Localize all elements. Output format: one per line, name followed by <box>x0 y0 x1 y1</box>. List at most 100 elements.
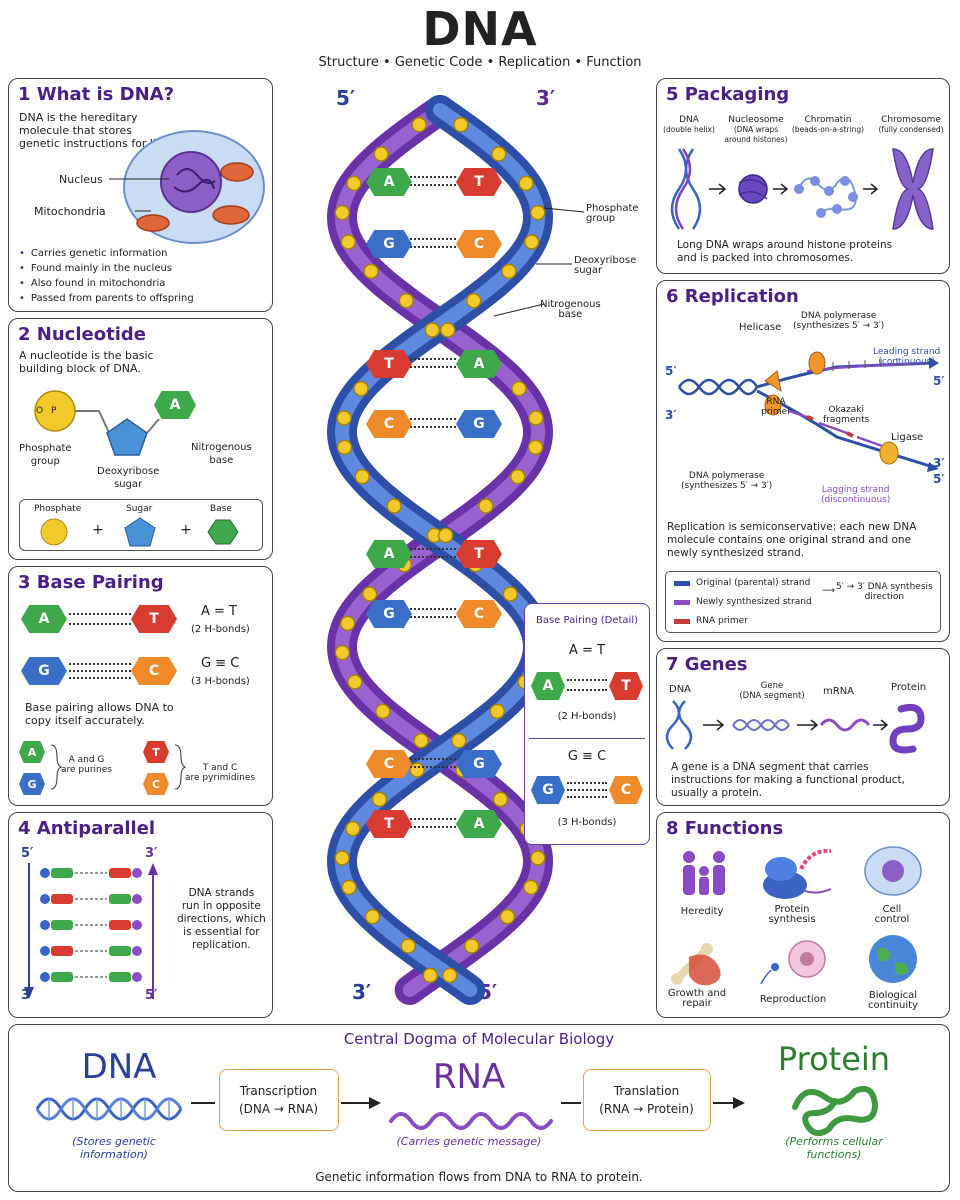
left-top-label: 5′ <box>21 846 34 861</box>
base-pairing-detail-box: Base Pairing (Detail) A = T A T (2 H-bon… <box>524 603 650 845</box>
panel-base-pairing: 3 Base Pairing A T A = T (2 H-bonds) G C… <box>8 566 273 806</box>
phosphate-dot <box>40 972 50 982</box>
helix-base-a: A <box>456 350 502 378</box>
purine-a: A <box>19 741 45 763</box>
phosphate-dot <box>499 908 516 925</box>
ladder-base <box>51 894 73 904</box>
phosphate-dot <box>373 146 389 162</box>
antiparallel-ladder <box>24 863 158 999</box>
phosphate-dot <box>413 732 429 749</box>
leading-strand-label: Leading strand (continuous) <box>873 347 941 367</box>
phosphate-dot <box>528 410 544 426</box>
phosphate-dot <box>347 674 363 690</box>
helix-base-c: C <box>366 750 412 778</box>
what-is-dna-description: DNA is the hereditary molecule that stor… <box>19 111 170 150</box>
mitochondria-label: Mitochondria <box>34 205 106 218</box>
phosphate-dot <box>400 938 417 954</box>
phosphate-dot <box>527 439 544 456</box>
dogma-title: Central Dogma of Molecular Biology <box>343 1030 615 1048</box>
rna-primer-label: RNA primer <box>761 397 791 417</box>
phosphate-dot <box>502 586 519 602</box>
phosphate-dot <box>361 586 378 602</box>
function-reproduction-label: Reproduction <box>759 994 827 1005</box>
cell-illustration <box>123 130 265 244</box>
direction-label: 5′ → 3′ DNA synthesis direction <box>836 582 933 602</box>
blue-strand-highlight <box>334 103 546 997</box>
dogma-rna-icon <box>389 1112 553 1130</box>
helix-hbond <box>410 758 456 768</box>
phosphate-dot <box>336 439 353 456</box>
base-c: C <box>131 657 177 685</box>
phosphate-dot <box>345 820 361 837</box>
phosphate-dot <box>346 175 362 192</box>
helix-base-t: T <box>366 810 412 838</box>
phosphate-dot <box>40 920 50 930</box>
detail-base-a: A <box>531 672 565 700</box>
translation-label: Translation (RNA → Protein) <box>599 1084 694 1116</box>
stage-nucleosome-sub: (DNA wraps around histones) <box>724 125 788 144</box>
phosphate-dot <box>340 234 357 250</box>
ladder-base <box>51 972 73 982</box>
ladder-base <box>51 868 73 878</box>
page-title: DNA <box>422 2 538 56</box>
phosphate-dot <box>398 292 415 309</box>
list-item: Carries genetic information <box>19 246 194 261</box>
ladder-base <box>51 946 73 956</box>
panel-replication: 6 Replication Helicase DNA polymerase (s… <box>656 280 950 642</box>
dogma-arrows <box>191 1097 745 1109</box>
panel-title: 3 Base Pairing <box>18 572 164 593</box>
genes-description: A gene is a DNA segment that carries ins… <box>671 761 905 799</box>
pyrimidine-t: T <box>143 741 169 763</box>
deoxyribose-sugar-callout: Deoxyribose sugar <box>574 255 637 276</box>
base-hexagon-a: A <box>154 391 196 419</box>
panel-central-dogma: Central Dogma of Molecular Biology DNA (… <box>8 1024 950 1192</box>
ladder-rungs <box>40 868 142 982</box>
phosphate-dot <box>453 116 469 133</box>
cell-control-icon <box>864 846 922 896</box>
list-item: Passed from parents to offspring <box>19 291 194 306</box>
phosphate-dot <box>422 967 439 984</box>
legend-primer-label: RNA primer <box>696 616 748 626</box>
purine-g: G <box>19 773 45 795</box>
ladder-base <box>109 894 131 904</box>
base-pairing-description: Base pairing allows DNA to copy itself a… <box>25 701 174 727</box>
phosphate-dot <box>40 946 50 956</box>
detail-hb2: (3 H-bonds) <box>557 817 617 828</box>
function-heredity-label: Heredity <box>680 906 724 917</box>
stage-nucleosome-name: Nucleosome <box>728 115 784 125</box>
phosphate-dot <box>341 879 357 896</box>
phosphate-dot <box>371 791 388 808</box>
dogma-dna-icon <box>35 1097 183 1121</box>
phosphate-dot <box>40 868 50 878</box>
legend-swatch-new <box>674 600 690 605</box>
phosphate-dot <box>530 850 546 866</box>
panel-what-is-dna: 1 What is DNA? DNA is the hereditary mol… <box>8 78 273 312</box>
dogma-dna-label: DNA <box>81 1047 157 1087</box>
right-top-label: 3′ <box>145 846 158 861</box>
phosphate-dot <box>465 292 482 309</box>
stage-dna-name: DNA <box>679 115 699 125</box>
translation-box: Translation (RNA → Protein) <box>583 1069 711 1131</box>
phosphate-dot <box>523 879 539 896</box>
dogma-rna-label: RNA <box>432 1057 506 1097</box>
pair1-hbonds: (2 H-bonds) <box>191 624 250 635</box>
stage-chromatin-name: Chromatin <box>804 115 852 125</box>
list-item: Found mainly in the nucleus <box>19 261 194 276</box>
polymerase-top-label: DNA polymerase (synthesizes 5′ → 3′) <box>793 311 885 331</box>
helix-hbond <box>410 548 456 558</box>
ladder-base <box>109 972 131 982</box>
helix-bottom-left-label: 3′ <box>352 980 372 1004</box>
phosphate-dot <box>354 468 371 485</box>
dogma-protein-label: Protein <box>777 1040 891 1078</box>
panel-title: 5 Packaging <box>666 84 790 105</box>
helix-hbond <box>410 238 456 248</box>
stage-chromosome-sub: (fully condensed) <box>878 125 944 134</box>
legend-original-label: Original (parental) strand <box>696 578 811 588</box>
transcription-box: Transcription (DNA → RNA) <box>219 1069 339 1131</box>
phosphate-dot <box>451 732 467 749</box>
phosphate-dot <box>132 946 142 956</box>
panel-title: 6 Replication <box>666 286 799 307</box>
panel-genes: 7 Genes DNA Gene (DNA segment) mRNA Prot… <box>656 648 950 806</box>
heredity-icon <box>683 851 725 895</box>
phosphate-dot <box>363 263 379 280</box>
